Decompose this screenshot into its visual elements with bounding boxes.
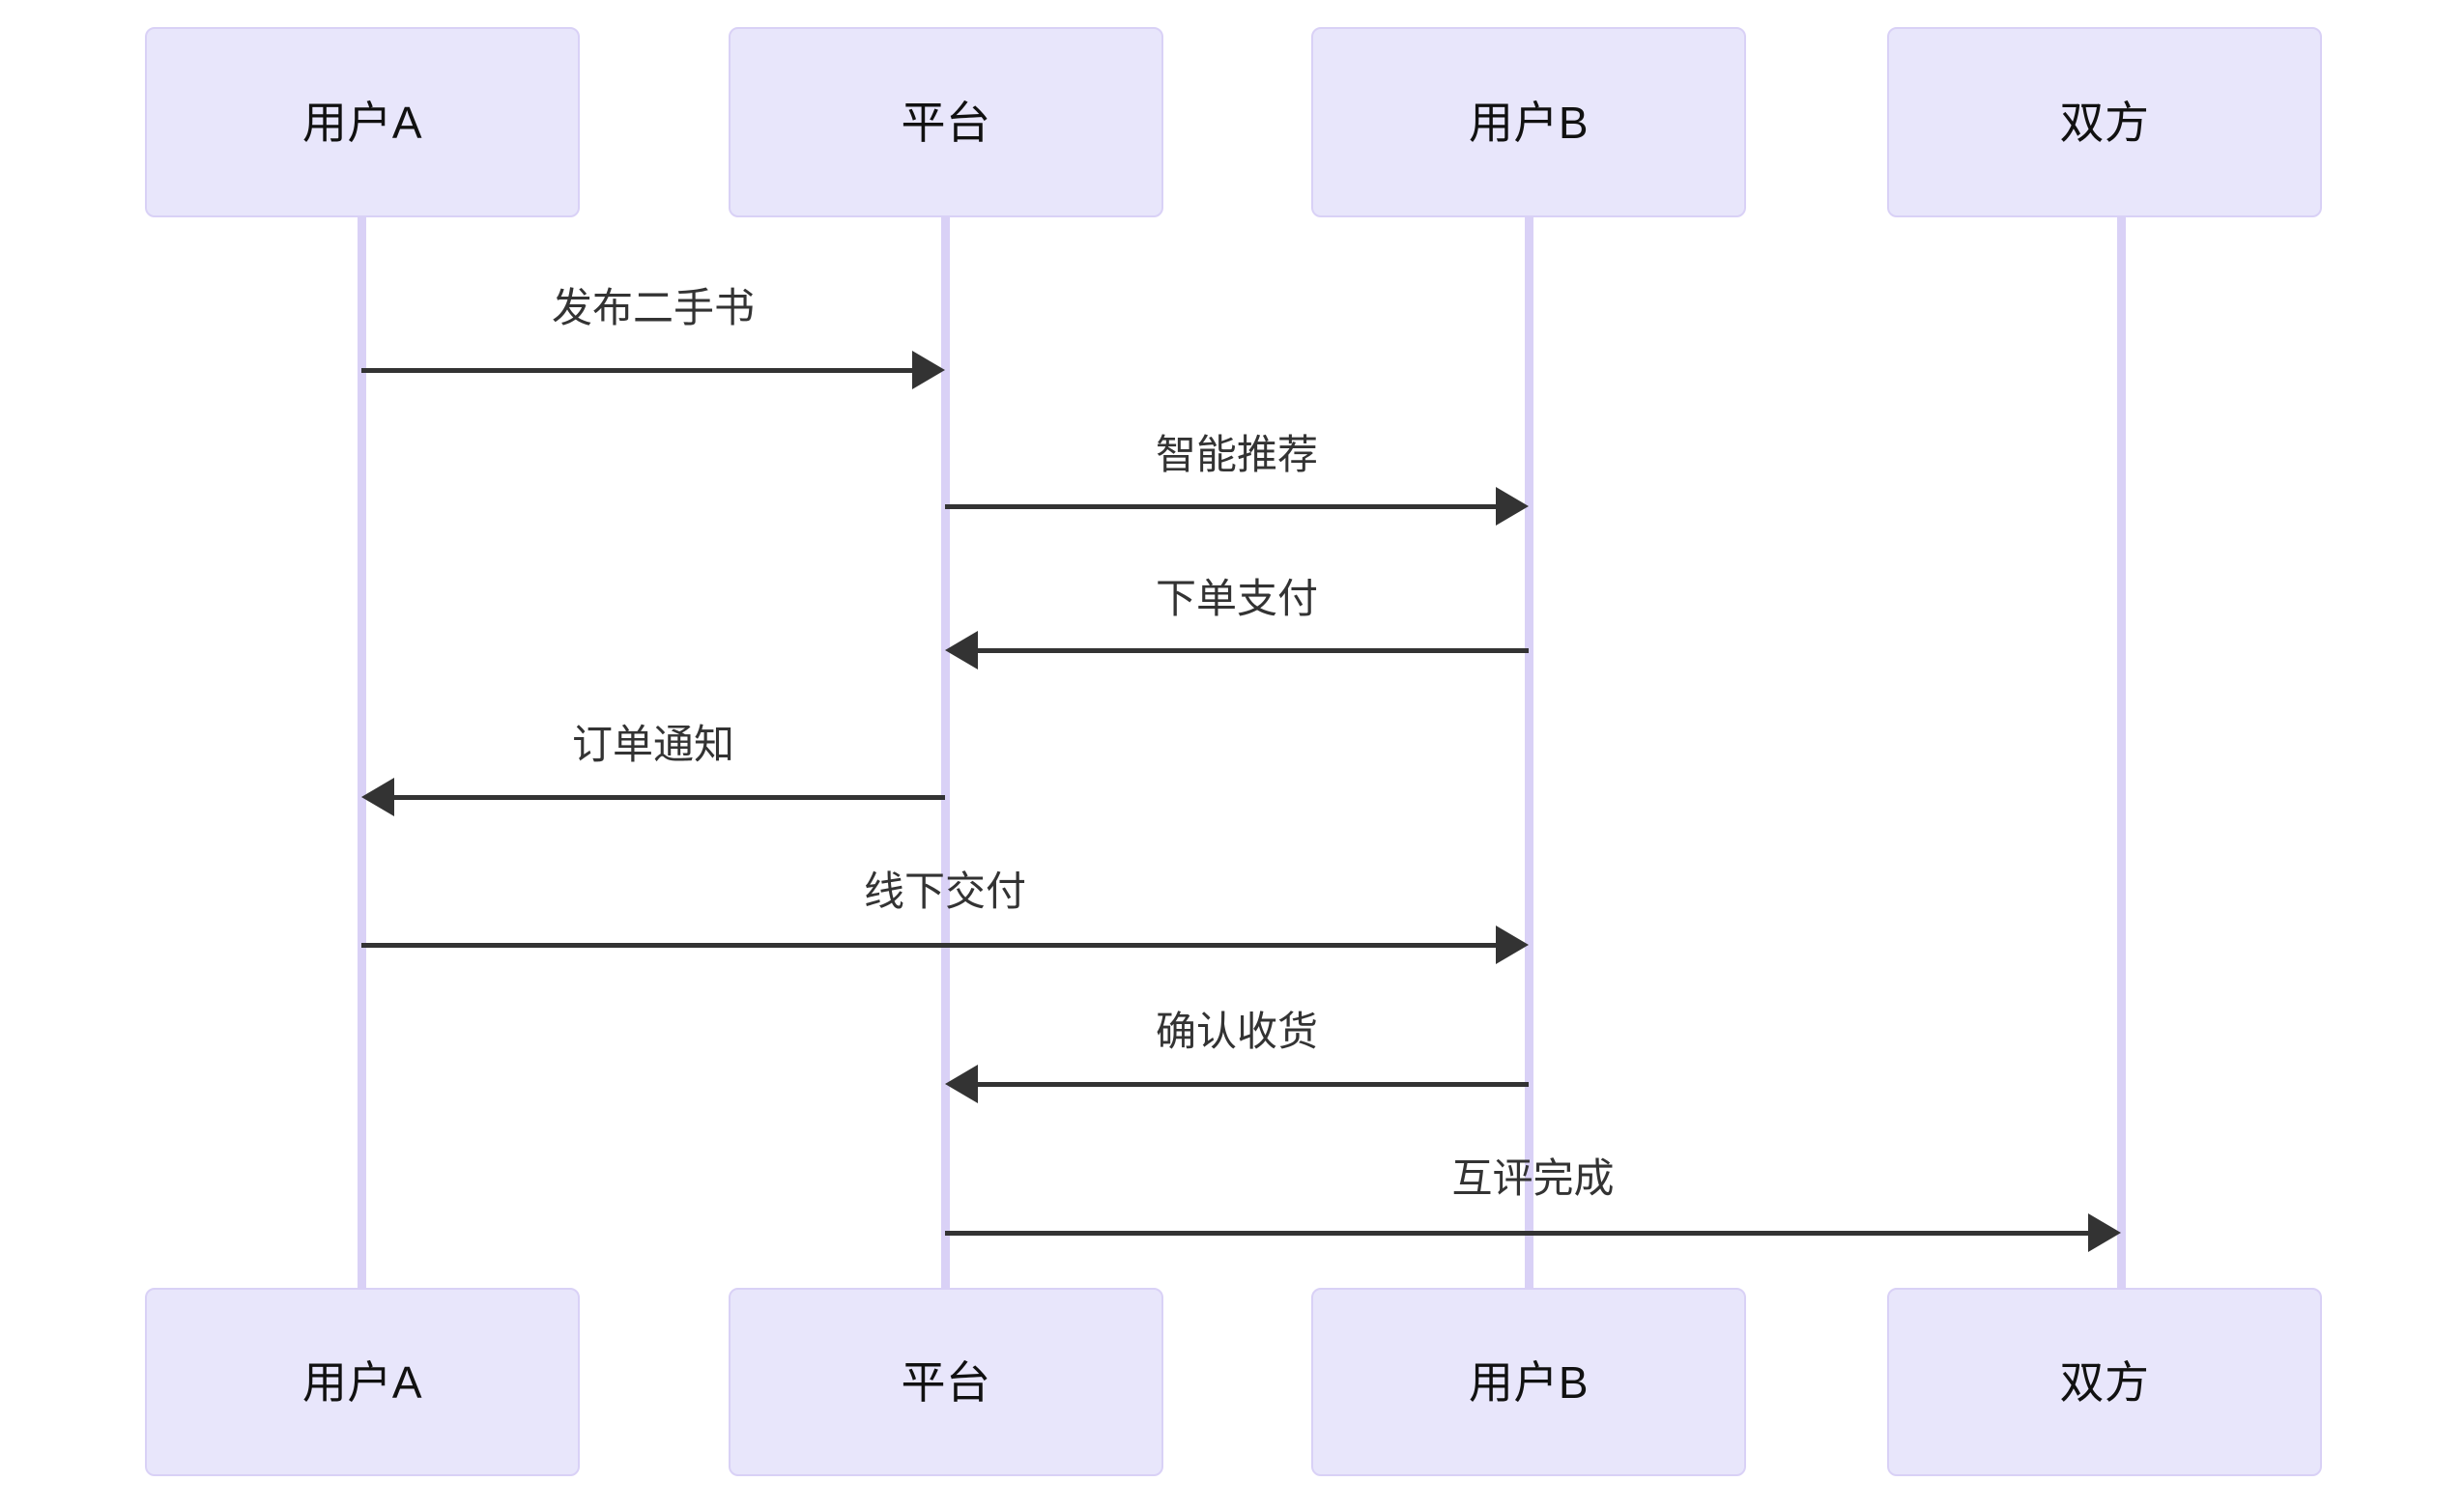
message-label-7: 互评完成 (1451, 1155, 1615, 1201)
message-line-4 (394, 794, 945, 800)
participant-label-platform: 平台 (901, 97, 991, 148)
participant-box-both-footer[interactable]: 双方 (1887, 1288, 2322, 1476)
arrow-head-left-4 (361, 778, 394, 816)
participant-box-userA-header[interactable]: 用户A (145, 27, 580, 217)
participant-box-both-header[interactable]: 双方 (1887, 27, 2322, 217)
participant-box-userB-header[interactable]: 用户B (1311, 27, 1746, 217)
message-label-4: 订单通知 (571, 722, 735, 767)
message-label-6: 确认收货 (1155, 1009, 1319, 1054)
participant-label-userA: 用户A (301, 97, 423, 148)
participant-label-both: 双方 (2059, 97, 2150, 148)
participant-label-userB: 用户B (1468, 97, 1590, 148)
participant-box-userB-footer[interactable]: 用户B (1311, 1288, 1746, 1476)
participant-label-platform: 平台 (901, 1356, 991, 1408)
message-label-2: 智能推荐 (1155, 432, 1319, 477)
lifeline-userB (1525, 217, 1533, 1288)
lifeline-userA (358, 217, 366, 1288)
participant-label-userA: 用户A (301, 1356, 423, 1408)
arrow-head-right-5 (1496, 926, 1529, 964)
participant-box-platform-footer[interactable]: 平台 (729, 1288, 1163, 1476)
message-label-5: 线下交付 (863, 869, 1027, 914)
arrow-head-left-3 (945, 631, 978, 670)
participant-label-both: 双方 (2059, 1356, 2150, 1408)
participant-box-userA-footer[interactable]: 用户A (145, 1288, 580, 1476)
arrow-head-right-2 (1496, 487, 1529, 526)
arrow-head-right-7 (2088, 1213, 2121, 1252)
participant-label-userB: 用户B (1468, 1356, 1590, 1408)
lifeline-platform (941, 217, 950, 1288)
message-line-6 (978, 1081, 1529, 1087)
lifeline-both (2117, 217, 2126, 1288)
message-line-5 (361, 942, 1496, 948)
message-line-2 (945, 503, 1496, 509)
message-line-3 (978, 647, 1529, 653)
message-line-7 (945, 1230, 2088, 1236)
message-line-1 (361, 367, 912, 373)
arrow-head-right-1 (912, 351, 945, 389)
message-label-1: 发布二手书 (551, 285, 756, 330)
arrow-head-left-6 (945, 1065, 978, 1103)
participant-box-platform-header[interactable]: 平台 (729, 27, 1163, 217)
message-label-3: 下单支付 (1155, 576, 1319, 621)
